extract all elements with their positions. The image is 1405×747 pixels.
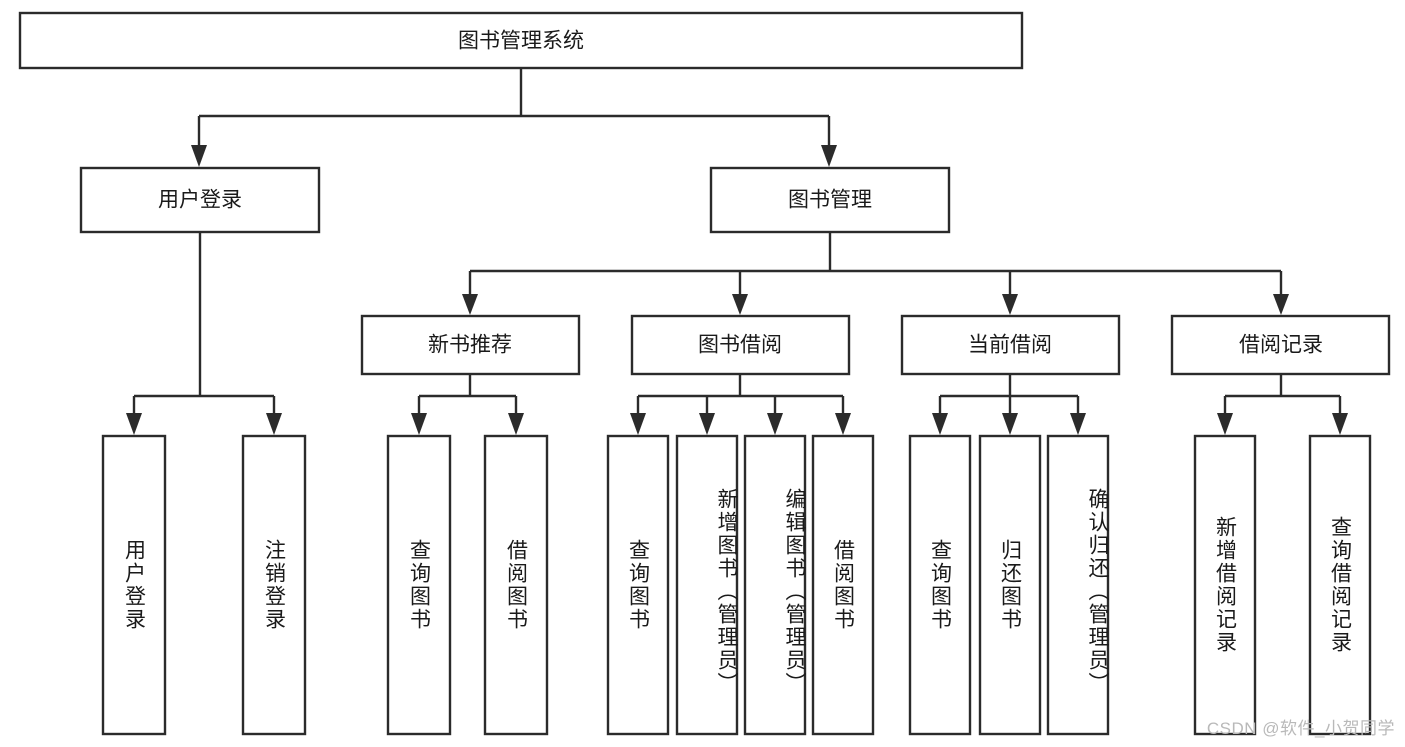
node-borrow-record-label: 借阅记录 xyxy=(1239,334,1323,357)
node-leaf-query-borrow-record[interactable] xyxy=(1308,434,1372,736)
node-current-borrow[interactable] xyxy=(900,314,1121,376)
node-leaf-borrow-book-2[interactable] xyxy=(811,434,875,736)
node-book-borrow-label: 图书借阅 xyxy=(698,334,782,357)
node-book-borrow[interactable] xyxy=(630,314,851,376)
arrowhead-user-login xyxy=(191,145,207,167)
node-new-book-recommend[interactable] xyxy=(360,314,581,376)
arrowhead-book-manage xyxy=(821,145,837,167)
node-layer: 图书管理系统 用户登录 图书管理 新书推荐 图书借阅 当前借阅 借阅记录 xyxy=(18,11,1391,736)
node-leaf-add-borrow-record[interactable] xyxy=(1193,434,1257,736)
node-leaf-confirm-return-admin[interactable] xyxy=(1046,434,1110,736)
node-borrow-record[interactable] xyxy=(1170,314,1391,376)
arrowhead-leaf-add-book-admin xyxy=(699,413,715,435)
node-leaf-edit-book-admin[interactable] xyxy=(743,434,807,736)
arrowhead-leaf-user-logout xyxy=(266,413,282,435)
node-leaf-return-book[interactable] xyxy=(978,434,1042,736)
arrowhead-leaf-add-borrow-record xyxy=(1217,413,1233,435)
node-leaf-user-login[interactable] xyxy=(101,434,167,736)
node-new-book-recommend-label: 新书推荐 xyxy=(428,334,512,357)
node-book-manage[interactable] xyxy=(709,166,951,234)
arrowhead-current-borrow xyxy=(1002,294,1018,315)
node-user-login-label: 用户登录 xyxy=(158,189,242,212)
node-leaf-borrow-book-1[interactable] xyxy=(483,434,549,736)
node-user-login[interactable] xyxy=(79,166,321,234)
node-leaf-query-book-1[interactable] xyxy=(386,434,452,736)
connector-layer xyxy=(126,68,1348,435)
node-root[interactable] xyxy=(18,11,1024,70)
node-leaf-add-book-admin[interactable] xyxy=(675,434,739,736)
arrowhead-leaf-borrow-book-2 xyxy=(835,413,851,435)
node-root-label: 图书管理系统 xyxy=(458,30,584,53)
node-book-manage-label: 图书管理 xyxy=(788,189,872,212)
node-leaf-query-book-3[interactable] xyxy=(908,434,972,736)
arrowhead-new-book-recommend xyxy=(462,294,478,315)
arrowhead-leaf-query-book-1 xyxy=(411,413,427,435)
arrowhead-leaf-user-login xyxy=(126,413,142,435)
arrowhead-leaf-query-book-3 xyxy=(932,413,948,435)
csdn-watermark: CSDN @软件_小贺同学 xyxy=(1206,719,1395,738)
node-leaf-query-book-2[interactable] xyxy=(606,434,670,736)
arrowhead-leaf-borrow-book-1 xyxy=(508,413,524,435)
arrowhead-leaf-edit-book-admin xyxy=(767,413,783,435)
arrowhead-book-borrow xyxy=(732,294,748,315)
arrowhead-leaf-return-book xyxy=(1002,413,1018,435)
arrowhead-leaf-query-book-2 xyxy=(630,413,646,435)
node-leaf-user-logout[interactable] xyxy=(241,434,307,736)
node-current-borrow-label: 当前借阅 xyxy=(968,334,1052,357)
arrowhead-borrow-record xyxy=(1273,294,1289,315)
arrowhead-leaf-confirm-return-admin xyxy=(1070,413,1086,435)
arrowhead-leaf-query-borrow-record xyxy=(1332,413,1348,435)
